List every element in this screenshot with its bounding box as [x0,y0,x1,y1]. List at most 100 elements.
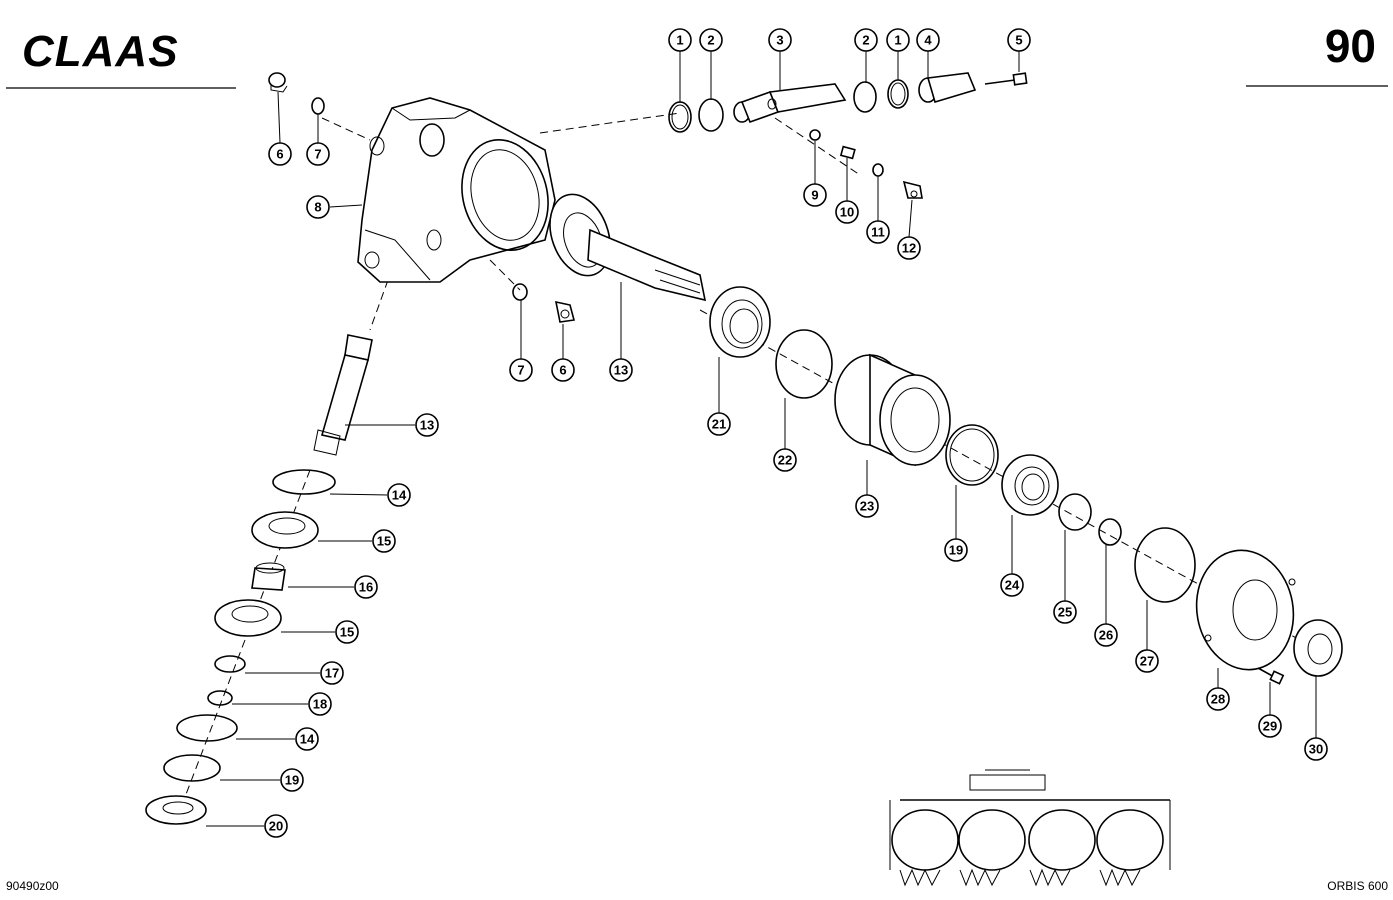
gear-shaft-13-horizontal [549,193,707,302]
callout-29: 29 [1258,714,1282,738]
model-name: ORBIS 600 [1327,879,1388,893]
svg-text:19: 19 [949,543,963,558]
plug-6-top [268,72,288,93]
callout-5: 5 [1007,28,1031,52]
callout-14b: 14 [295,727,319,751]
svg-text:21: 21 [712,417,726,432]
circlip-18 [207,690,233,706]
callout-26: 26 [1094,623,1118,647]
svg-text:22: 22 [778,453,792,468]
svg-text:26: 26 [1099,628,1113,643]
svg-text:6: 6 [276,147,283,162]
svg-text:15: 15 [340,625,354,640]
callout-28: 28 [1206,687,1230,711]
svg-text:13: 13 [420,418,434,433]
callout-leaders [206,51,1317,827]
svg-text:17: 17 [325,666,339,681]
callout-21: 21 [707,412,731,436]
callout-14a: 14 [387,483,411,507]
shim-2-right [853,81,877,113]
callout-22: 22 [773,448,797,472]
bearing-15-top [251,511,319,549]
svg-text:2: 2 [862,33,869,48]
svg-text:11: 11 [871,225,885,240]
callout-16: 16 [354,575,378,599]
svg-text:25: 25 [1058,605,1072,620]
claas-logo: CLAAS [22,27,179,76]
callout-1b: 1 [886,28,910,52]
ring-7-lower [512,283,528,301]
callout-8: 8 [306,195,330,219]
svg-text:16: 16 [359,580,373,595]
seal-20 [145,795,207,825]
plug-6-lower [554,300,576,323]
bearing-24 [1001,454,1059,516]
callout-13a: 13 [609,358,633,382]
callout-4: 4 [916,28,940,52]
assembly-axes [179,112,1301,811]
svg-text:20: 20 [269,819,283,834]
shim-ring-22 [775,329,833,399]
circlip-19-right [945,424,999,486]
svg-text:1: 1 [894,33,901,48]
spring-10 [839,145,856,160]
callout-7b: 7 [509,358,533,382]
callout-12: 12 [897,236,921,260]
coupling-4 [918,72,977,103]
svg-text:23: 23 [860,499,874,514]
callout-10: 10 [835,200,859,224]
callout-2a: 2 [699,28,723,52]
callout-6b: 6 [551,358,575,382]
svg-text:8: 8 [314,200,321,215]
flange-28 [1195,549,1296,671]
circlip-1-right [887,79,909,109]
callout-30: 30 [1304,737,1328,761]
svg-text:13: 13 [614,363,628,378]
callout-15a: 15 [372,529,396,553]
svg-text:24: 24 [1005,578,1020,593]
ring-17 [214,655,246,673]
callout-15b: 15 [335,620,359,644]
svg-text:7: 7 [517,363,524,378]
callout-19a: 19 [280,768,304,792]
ring-25 [1058,493,1092,531]
callout-2b: 2 [854,28,878,52]
svg-text:15: 15 [377,534,391,549]
svg-text:14: 14 [392,488,407,503]
svg-text:9: 9 [811,188,818,203]
callout-17: 17 [320,661,344,685]
svg-text:5: 5 [1015,33,1022,48]
bolt-29 [1257,667,1285,685]
svg-text:4: 4 [924,33,932,48]
sleeve-23 [834,353,951,467]
shim-2-left [698,98,724,132]
plug-12 [902,180,923,199]
svg-text:28: 28 [1211,692,1225,707]
circlip-1-left [668,101,692,133]
callout-3: 3 [768,28,792,52]
bevel-pinion-13 [313,334,373,456]
callout-19b: 19 [944,538,968,562]
callout-27: 27 [1135,649,1159,673]
callout-1a: 1 [668,28,692,52]
svg-text:10: 10 [840,205,854,220]
callout-9: 9 [803,183,827,207]
brand-logo-text: CLAAS [22,27,179,76]
bearing-21 [709,286,771,358]
svg-text:19: 19 [285,773,299,788]
svg-text:29: 29 [1263,719,1277,734]
shaft-3 [733,83,847,124]
svg-text:2: 2 [707,33,714,48]
callout-23: 23 [855,494,879,518]
svg-text:18: 18 [313,697,327,712]
drawing-id: 90490z00 [6,879,59,893]
bearing-15-bottom [214,599,282,637]
svg-text:27: 27 [1140,654,1154,669]
callout-11: 11 [866,220,890,244]
circlip-26 [1098,518,1122,546]
ring-27 [1134,527,1196,603]
callout-25: 25 [1053,600,1077,624]
callout-24: 24 [1000,573,1024,597]
spacer-16 [251,562,286,591]
